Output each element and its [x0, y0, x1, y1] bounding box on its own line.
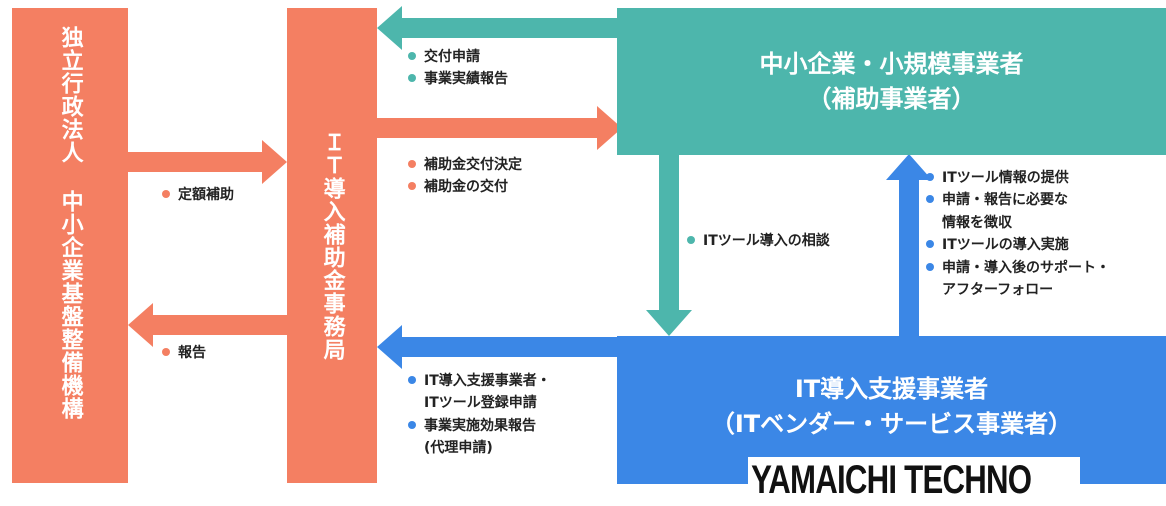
note-text: ITツール情報の提供	[942, 170, 1069, 186]
org-box-smrj: 独立行政法人 中小企業基盤整備機構	[12, 8, 128, 483]
vendor-box-title: IT導入支援事業者	[794, 375, 989, 403]
arrow-center-to-left	[128, 303, 287, 347]
note-sme-to-center: 交付申請 事業実績報告	[408, 46, 508, 91]
note-text-cont: アフターフォロー	[942, 281, 1054, 298]
company-logo: YAMAICHI TECHNO	[748, 457, 1080, 505]
arrow-left-to-center	[128, 140, 287, 184]
sme-box-subtitle: （補助事業者）	[807, 84, 976, 113]
bullet-dot-icon	[408, 376, 416, 384]
note-text-cont: 情報を徴収	[942, 214, 1012, 231]
bullet-dot-icon	[408, 52, 416, 60]
vendor-box-subtitle: （ITベンダー・サービス事業者）	[710, 409, 1073, 438]
arrow-sme-to-center	[377, 6, 617, 50]
note-text: ITツールの導入実施	[942, 237, 1069, 254]
note-text: 補助金の交付	[424, 179, 508, 196]
bullet-dot-icon	[926, 173, 934, 181]
org-box-secretariat-label: ＩＴ導入補助金事務局	[319, 130, 345, 361]
note-sme-to-vendor: ITツール導入の相談	[687, 230, 830, 252]
note-text-cont: (代理申請)	[424, 440, 493, 457]
note-text: 定額補助	[178, 187, 234, 203]
bullet-dot-icon	[162, 190, 170, 198]
arrow-center-to-sme	[377, 106, 622, 150]
note-text: 事業実施効果報告	[424, 417, 536, 434]
note-text: 報告	[178, 345, 206, 361]
note-text-cont: ITツール登録申請	[424, 395, 537, 412]
bullet-dot-icon	[926, 240, 934, 249]
bullet-dot-icon	[687, 236, 695, 244]
company-logo-text: YAMAICHI TECHNO	[751, 458, 1032, 502]
note-text: 申請・報告に必要な	[942, 192, 1068, 209]
bullet-dot-icon	[408, 74, 416, 83]
org-box-secretariat: ＩＴ導入補助金事務局	[287, 8, 377, 483]
arrow-sme-to-vendor	[646, 155, 692, 336]
note-vendor-to-sme: ITツール情報の提供 申請・報告に必要な 情報を徴収 ITツールの導入実施 申請…	[926, 167, 1110, 301]
note-text: IT導入支援事業者・	[424, 373, 551, 389]
note-text: 交付申請	[424, 49, 480, 65]
arrow-vendor-to-sme	[886, 154, 932, 336]
note-vendor-to-center: IT導入支援事業者・ ITツール登録申請 事業実施効果報告 (代理申請)	[408, 370, 551, 460]
bullet-dot-icon	[408, 160, 416, 168]
org-box-smrj-label: 独立行政法人 中小企業基盤整備機構	[57, 25, 83, 420]
bullet-dot-icon	[408, 182, 416, 191]
note-text: 事業実績報告	[424, 71, 508, 88]
sme-box: 中小企業・小規模事業者 （補助事業者）	[617, 8, 1166, 155]
sme-box-title: 中小企業・小規模事業者	[759, 49, 1024, 78]
bullet-dot-icon	[926, 195, 934, 204]
note-text: ITツール導入の相談	[703, 233, 830, 249]
bullet-dot-icon	[926, 262, 934, 271]
note-center-to-sme: 補助金交付決定 補助金の交付	[408, 154, 522, 199]
bullet-dot-icon	[408, 420, 416, 429]
arrow-vendor-to-center	[377, 325, 617, 369]
note-fixed-subsidy: 定額補助	[162, 184, 234, 206]
note-report: 報告	[162, 342, 206, 364]
note-text: 補助金交付決定	[424, 157, 522, 173]
note-text: 申請・導入後のサポート・	[942, 259, 1110, 276]
bullet-dot-icon	[162, 348, 170, 356]
